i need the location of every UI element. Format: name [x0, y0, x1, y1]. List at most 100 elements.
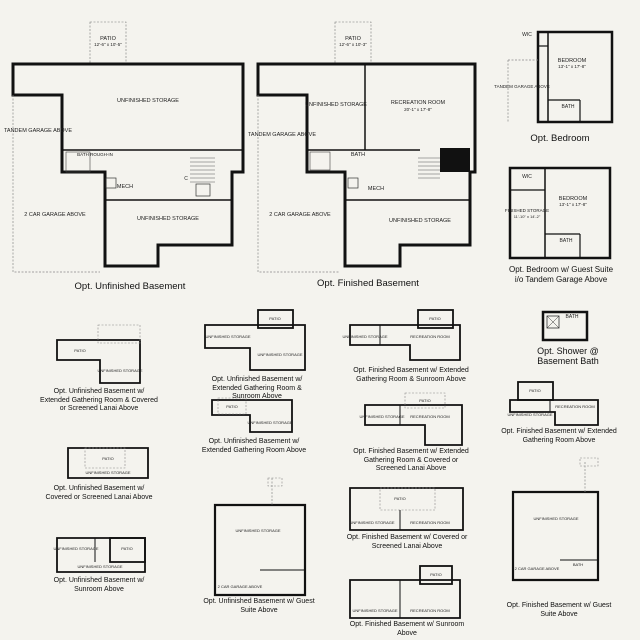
room-dim-patio-fb: 12'-6" x 10'-3" — [339, 42, 367, 47]
room-dim-rec: 20'-1" x 17'-8" — [404, 107, 432, 112]
caption-fb-sun: Opt. Finished Basement w/ Sunroom Above — [349, 621, 465, 637]
room-label-bedroom-gs: BEDROOM — [559, 196, 588, 202]
basement-walls — [11, 62, 245, 268]
caption-ub-guest: Opt. Unfinished Basement w/ Guest Suite … — [203, 598, 315, 614]
plan-opt-bedroom-guest-suite — [508, 166, 612, 260]
room-label-bath-rough: BATH ROUGH-IN — [77, 152, 113, 157]
caption-opt-bedroom: Opt. Bedroom — [530, 133, 590, 144]
room-label-rec-s5: RECREATION ROOM — [410, 414, 449, 419]
caption-fb-ext-sun: Opt. Finished Basement w/ Extended Gathe… — [353, 367, 469, 383]
room-label-bath-gs: BATH — [560, 238, 573, 244]
plan-opt-shower — [541, 310, 589, 342]
room-label-storage-s11: UNFINISHED STORAGE — [352, 608, 397, 613]
plan-fb-sun — [349, 565, 461, 619]
room-label-tandem-br: TANDEM GARAGE ABOVE — [494, 84, 550, 89]
room-label-patio-s4: PATIO — [429, 316, 440, 321]
caption-fb-lanai: Opt. Finished Basement w/ Covered or Scr… — [346, 534, 468, 550]
room-label-bath-fb: BATH — [351, 152, 365, 158]
room-label-tandem: TANDEM GARAGE ABOVE — [4, 128, 72, 134]
room-label-rec: RECREATION ROOM — [391, 100, 446, 106]
caption-fb-ext-lanai: Opt. Finished Basement w/ Extended Gathe… — [353, 448, 469, 472]
plan-fb-ext-sun — [349, 309, 461, 361]
room-label-storage-s2: UNFINISHED STORAGE — [205, 334, 250, 339]
room-label-garage-s10: 2 CAR GARAGE ABOVE — [218, 584, 263, 589]
plan-ub-guest — [213, 477, 307, 597]
plan-ub-sun — [56, 537, 146, 573]
plan-ub-ext-sun — [204, 309, 306, 371]
caption-fb-ext: Opt. Finished Basement w/ Extended Gathe… — [501, 428, 617, 444]
room-label-storage-fb: UNFINISHED STORAGE — [305, 102, 367, 108]
room-label-storage-s2b: UNFINISHED STORAGE — [257, 352, 302, 357]
room-label-mech: MECH — [117, 184, 133, 190]
room-label-rec-s6: RECREATION ROOM — [555, 404, 594, 409]
room-label-storage-s7: UNFINISHED STORAGE — [85, 470, 130, 475]
room-label-storage: UNFINISHED STORAGE — [117, 98, 179, 104]
room-label-patio-s1: PATIO — [74, 348, 85, 353]
room-label-wic: WIC — [522, 32, 532, 38]
room-dim-bedroom-gs: 13'-1" x 17'-8" — [559, 202, 587, 207]
room-label-patio-s7: PATIO — [102, 456, 113, 461]
room-label-storage-s3: UNFINISHED STORAGE — [247, 420, 292, 425]
plan-ub-ext-lanai — [56, 324, 141, 384]
room-label-storage-2: UNFINISHED STORAGE — [137, 216, 199, 222]
room-label-patio-s8: PATIO — [394, 496, 405, 501]
room-label-storage-s8: UNFINISHED STORAGE — [349, 520, 394, 525]
caption-finished-basement: Opt. Finished Basement — [317, 278, 419, 289]
room-label-patio-s6: PATIO — [529, 388, 540, 393]
room-label-storage-s9: UNFINISHED STORAGE — [53, 546, 98, 551]
room-label-storage-s5: UNFINISHED STORAGE — [359, 414, 404, 419]
room-dim-fin-storage: 11'-10" x 14'-2" — [514, 214, 541, 219]
room-label-storage-s12: UNFINISHED STORAGE — [533, 516, 578, 521]
room-label-patio-s5: PATIO — [419, 398, 430, 403]
room-label-garage-fb: 2 CAR GARAGE ABOVE — [269, 212, 331, 218]
caption-bedroom-guest-suite: Opt. Bedroom w/ Guest Suite i/o Tandem G… — [508, 265, 614, 284]
stairs — [190, 157, 215, 183]
room-label-closet: C — [184, 176, 188, 182]
room-label-rec-s8: RECREATION ROOM — [410, 520, 449, 525]
room-label-garage: 2 CAR GARAGE ABOVE — [24, 212, 86, 218]
room-label-rec-s11: RECREATION ROOM — [410, 608, 449, 613]
room-label-storage-s10: UNFINISHED STORAGE — [235, 528, 280, 533]
plan-fb-guest — [511, 457, 600, 582]
room-label-patio-s9: PATIO — [121, 546, 132, 551]
plan-fb-ext-lanai — [364, 392, 463, 446]
room-label-bedroom: BEDROOM — [558, 58, 587, 64]
room-label-patio-s11: PATIO — [430, 572, 441, 577]
room-label-patio-fb: PATIO — [345, 36, 361, 42]
room-label-mech-fb: MECH — [368, 186, 384, 192]
plan-fb-lanai — [349, 487, 464, 531]
caption-ub-ext: Opt. Unfinished Basement w/ Extended Gat… — [201, 438, 307, 454]
room-label-bath-s12: BATH — [573, 562, 583, 567]
room-label-rec-s4: RECREATION ROOM — [410, 334, 449, 339]
caption-ub-lanai: Opt. Unfinished Basement w/ Covered or S… — [45, 485, 153, 501]
room-label-wic-gs: WIC — [522, 174, 532, 180]
plan-unfinished-basement — [11, 21, 245, 273]
room-label-patio: PATIO — [100, 36, 116, 42]
room-label-storage-fb-2: UNFINISHED STORAGE — [389, 218, 451, 224]
room-label-bath-br: BATH — [562, 104, 575, 110]
plan-ub-lanai — [67, 447, 149, 479]
plan-finished-basement — [256, 21, 477, 273]
room-label-garage-s12: 2 CAR GARAGE ABOVE — [515, 566, 560, 571]
caption-ub-ext-sun: Opt. Unfinished Basement w/ Extended Gat… — [211, 376, 303, 400]
room-label-storage-s6: UNFINISHED STORAGE — [507, 412, 552, 417]
caption-unfinished-basement: Opt. Unfinished Basement — [74, 281, 186, 292]
room-label-patio-s2: PATIO — [269, 316, 280, 321]
caption-opt-shower: Opt. Shower @ Basement Bath — [537, 346, 599, 366]
room-label-fin-storage: FINISHED STORAGE — [505, 208, 549, 213]
garage-outline — [12, 95, 100, 273]
plan-opt-bedroom — [507, 30, 614, 124]
caption-fb-guest: Opt. Finished Basement w/ Guest Suite Ab… — [506, 602, 612, 618]
plan-fb-ext — [509, 381, 599, 426]
room-dim-bedroom: 13'-1" x 17'-8" — [558, 64, 586, 69]
room-label-storage-s4: UNFINISHED STORAGE — [342, 334, 387, 339]
caption-ub-ext-lanai: Opt. Unfinished Basement w/ Extended Gat… — [40, 388, 158, 412]
room-label-storage-s9b: UNFINISHED STORAGE — [77, 564, 122, 569]
plan-ub-ext — [211, 397, 293, 433]
room-label-tandem-fb: TANDEM GARAGE ABOVE — [248, 132, 316, 138]
room-dim-patio: 12'-6" x 10'-5" — [94, 42, 122, 47]
caption-ub-sun: Opt. Unfinished Basement w/ Sunroom Abov… — [53, 577, 145, 593]
room-label-storage-s1: UNFINISHED STORAGE — [97, 368, 142, 373]
room-label-patio-s3: PATIO — [226, 404, 237, 409]
